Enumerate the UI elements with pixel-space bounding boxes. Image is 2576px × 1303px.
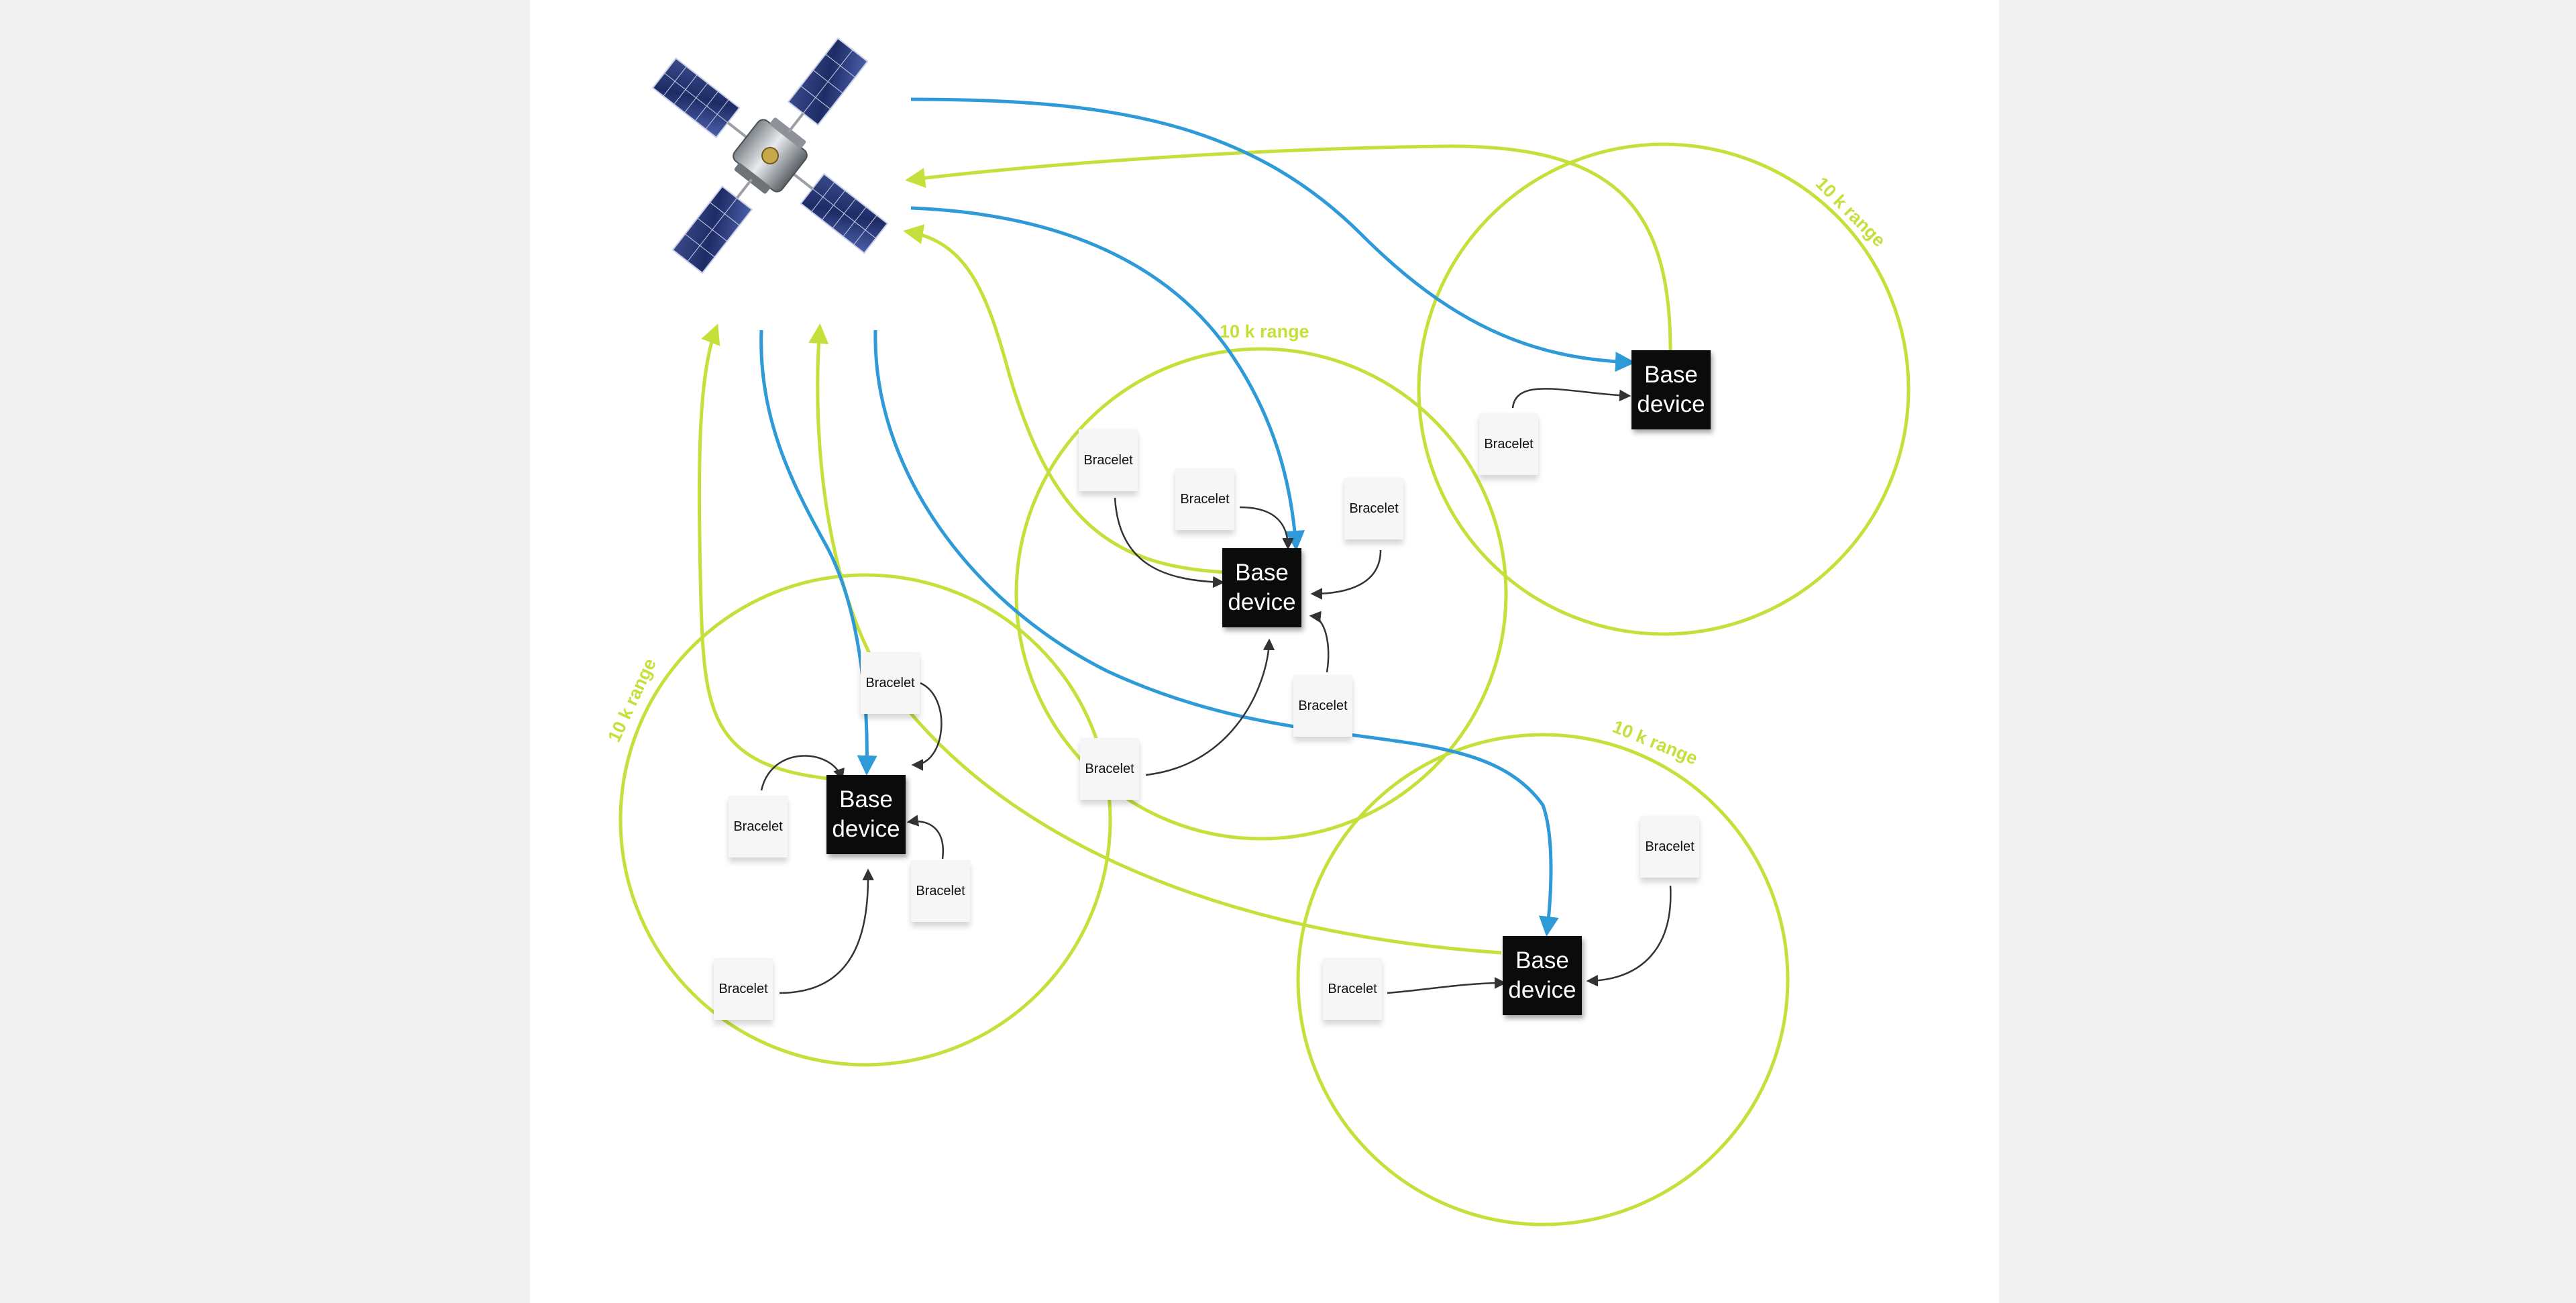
bracelet-7[interactable]: Bracelet (861, 652, 920, 714)
satellite-panels-secondary (672, 37, 869, 274)
bracelet-4[interactable]: Bracelet (1293, 675, 1352, 737)
bracelet-2[interactable]: Bracelet (1175, 468, 1234, 530)
link-bracelet-7 (911, 682, 943, 771)
link-bracelet-6 (1511, 388, 1631, 409)
link-bracelet-9 (906, 815, 944, 859)
satellite-icon (651, 57, 889, 254)
link-bracelet-4 (1309, 611, 1330, 673)
bracelet-11[interactable]: Bracelet (1323, 958, 1382, 1020)
whiteboard (530, 0, 1999, 1303)
bracelet-10[interactable]: Bracelet (714, 958, 773, 1020)
base-device-bottom-right[interactable]: Base device (1503, 936, 1582, 1015)
link-bracelet-11 (1387, 977, 1507, 994)
link-bracelet-12 (1586, 885, 1672, 987)
link-bracelet-8 (760, 755, 845, 791)
bracelet-1[interactable]: Bracelet (1079, 429, 1138, 491)
link-bracelet-1 (1114, 497, 1225, 588)
base-device-left[interactable]: Base device (826, 775, 906, 854)
downlink-arrow-center (910, 206, 1305, 551)
bracelet-9[interactable]: Bracelet (911, 860, 970, 922)
bracelet-6[interactable]: Bracelet (1479, 413, 1538, 475)
link-bracelet-3 (1310, 550, 1382, 600)
range-circle-top-right (1417, 142, 1911, 636)
range-label-top-right: 10 k range (1812, 173, 1890, 251)
uplink-arrow-top-right (905, 144, 1672, 351)
bracelet-3[interactable]: Bracelet (1344, 478, 1403, 539)
base-device-center[interactable]: Base device (1222, 548, 1301, 627)
link-bracelet-5 (1145, 638, 1275, 776)
range-circle-center (1014, 347, 1508, 841)
downlink-arrow-left (759, 329, 877, 776)
link-bracelet-2 (1239, 506, 1294, 550)
range-circle-bottom-right (1296, 733, 1790, 1227)
uplink-arrow-left (697, 323, 827, 780)
uplink-arrow-bottom-right (808, 323, 1502, 955)
bracelet-8[interactable]: Bracelet (729, 796, 788, 857)
bracelet-5[interactable]: Bracelet (1080, 738, 1139, 800)
downlink-arrow-top-right (910, 97, 1635, 372)
link-bracelet-10 (779, 868, 874, 994)
uplink-arrow-center (903, 224, 1228, 574)
range-circle-left (619, 573, 1112, 1067)
bracelet-12[interactable]: Bracelet (1640, 816, 1699, 878)
base-device-top-right[interactable]: Base device (1631, 350, 1711, 429)
downlink-arrow-bottom-right (873, 329, 1559, 937)
range-label-center: 10 k range (1220, 321, 1309, 342)
